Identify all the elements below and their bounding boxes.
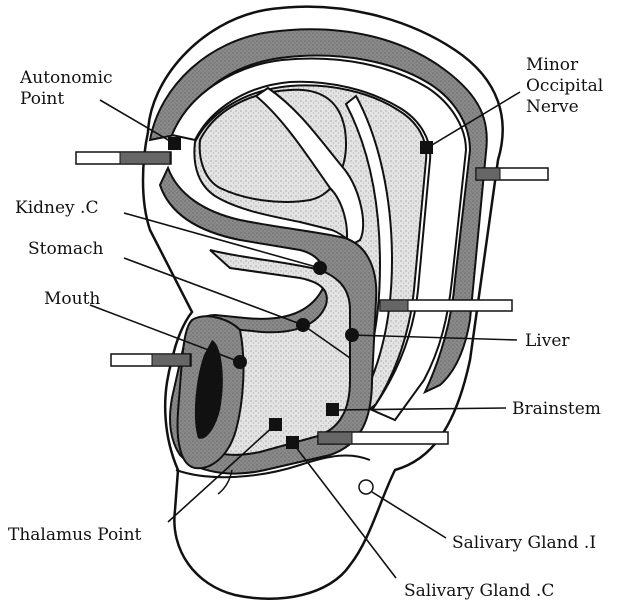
label-mouth: Mouth — [44, 289, 100, 309]
point-stomach — [296, 318, 310, 332]
label-thalamus-point: Thalamus Point — [8, 525, 142, 545]
label-salivary-gland-c: Salivary Gland .C — [404, 581, 554, 601]
label-minor-occipital-line2: Occipital — [526, 76, 603, 96]
label-brainstem: Brainstem — [512, 399, 601, 419]
point-thalamus — [269, 418, 282, 431]
label-salivary-gland-i: Salivary Gland .I — [452, 533, 596, 553]
label-autonomic-line1: Autonomic — [19, 68, 113, 88]
needle-right-lower-tip — [318, 432, 352, 444]
point-brainstem — [326, 403, 339, 416]
needle-left-upper-tip — [120, 152, 170, 164]
needle-right-upper-tip — [476, 168, 500, 180]
point-minor-occipital — [420, 141, 433, 154]
label-minor-occipital-line1: Minor — [526, 55, 579, 75]
label-kidney-c: Kidney .C — [15, 198, 98, 218]
lobe-small-circle — [359, 480, 373, 494]
label-liver: Liver — [525, 331, 570, 351]
point-mouth — [233, 355, 247, 369]
label-stomach: Stomach — [28, 239, 103, 259]
leader-salivary-i — [372, 492, 446, 538]
point-kidney — [313, 261, 327, 275]
point-salivary-c — [286, 436, 299, 449]
needle-right-middle-tip — [380, 300, 408, 311]
needle-left-lower-tip — [152, 354, 190, 366]
label-autonomic-line2: Point — [20, 89, 64, 109]
point-autonomic — [168, 137, 181, 150]
label-minor-occipital-line3: Nerve — [526, 97, 579, 117]
point-liver — [345, 328, 359, 342]
